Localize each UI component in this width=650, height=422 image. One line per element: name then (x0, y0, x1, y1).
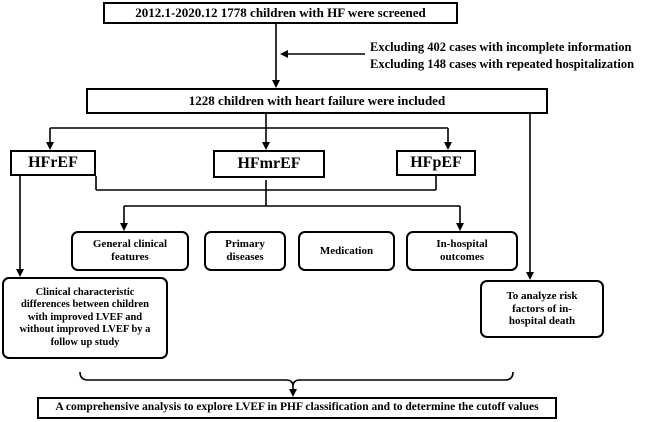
right-study-box: To analyze risk factors of in-hospital d… (480, 280, 604, 338)
exclusion-incomplete: Excluding 402 cases with incomplete info… (370, 40, 632, 54)
group-hfpef-label: HFpEF (410, 153, 462, 171)
analysis-primary-label: Primary diseases (225, 238, 265, 263)
analysis-medication-label: Medication (319, 244, 374, 257)
bottom-brace (79, 371, 514, 387)
conclusion-box: A comprehensive analysis to explore LVEF… (37, 397, 557, 419)
group-hfref-label: HFrEF (28, 153, 78, 171)
left-study-box: Clinical characteristic differences betw… (2, 277, 168, 359)
analysis-inhospital-box: In-hospital outcomes (406, 231, 518, 271)
screened-box: 2012.1-2020.12 1778 children with HF wer… (103, 2, 458, 24)
analysis-medication-box: Medication (298, 231, 395, 271)
analysis-primary-box: Primary diseases (204, 231, 286, 271)
exclusion-repeated: Excluding 148 cases with repeated hospit… (370, 56, 635, 71)
group-hfpef-box: HFpEF (396, 150, 476, 176)
analysis-inhospital-label: In-hospital outcomes (436, 238, 488, 263)
left-study-text: Clinical characteristic differences betw… (19, 287, 151, 348)
group-hfmref-box: HFmrEF (213, 150, 325, 178)
right-study-text: To analyze risk factors of in-hospital d… (506, 289, 578, 328)
screened-text: 2012.1-2020.12 1778 children with HF wer… (135, 5, 426, 21)
group-hfmref-label: HFmrEF (237, 154, 301, 172)
included-text: 1228 children with heart failure were in… (188, 93, 446, 109)
analysis-general-box: General clinical features (71, 231, 189, 271)
analysis-general-label: General clinical features (92, 238, 168, 263)
group-hfref-box: HFrEF (10, 150, 96, 176)
conclusion-text: A comprehensive analysis to explore LVEF… (55, 401, 539, 414)
exclusion-notes: Excluding 402 cases with incomplete info… (370, 39, 634, 73)
included-box: 1228 children with heart failure were in… (86, 88, 548, 114)
